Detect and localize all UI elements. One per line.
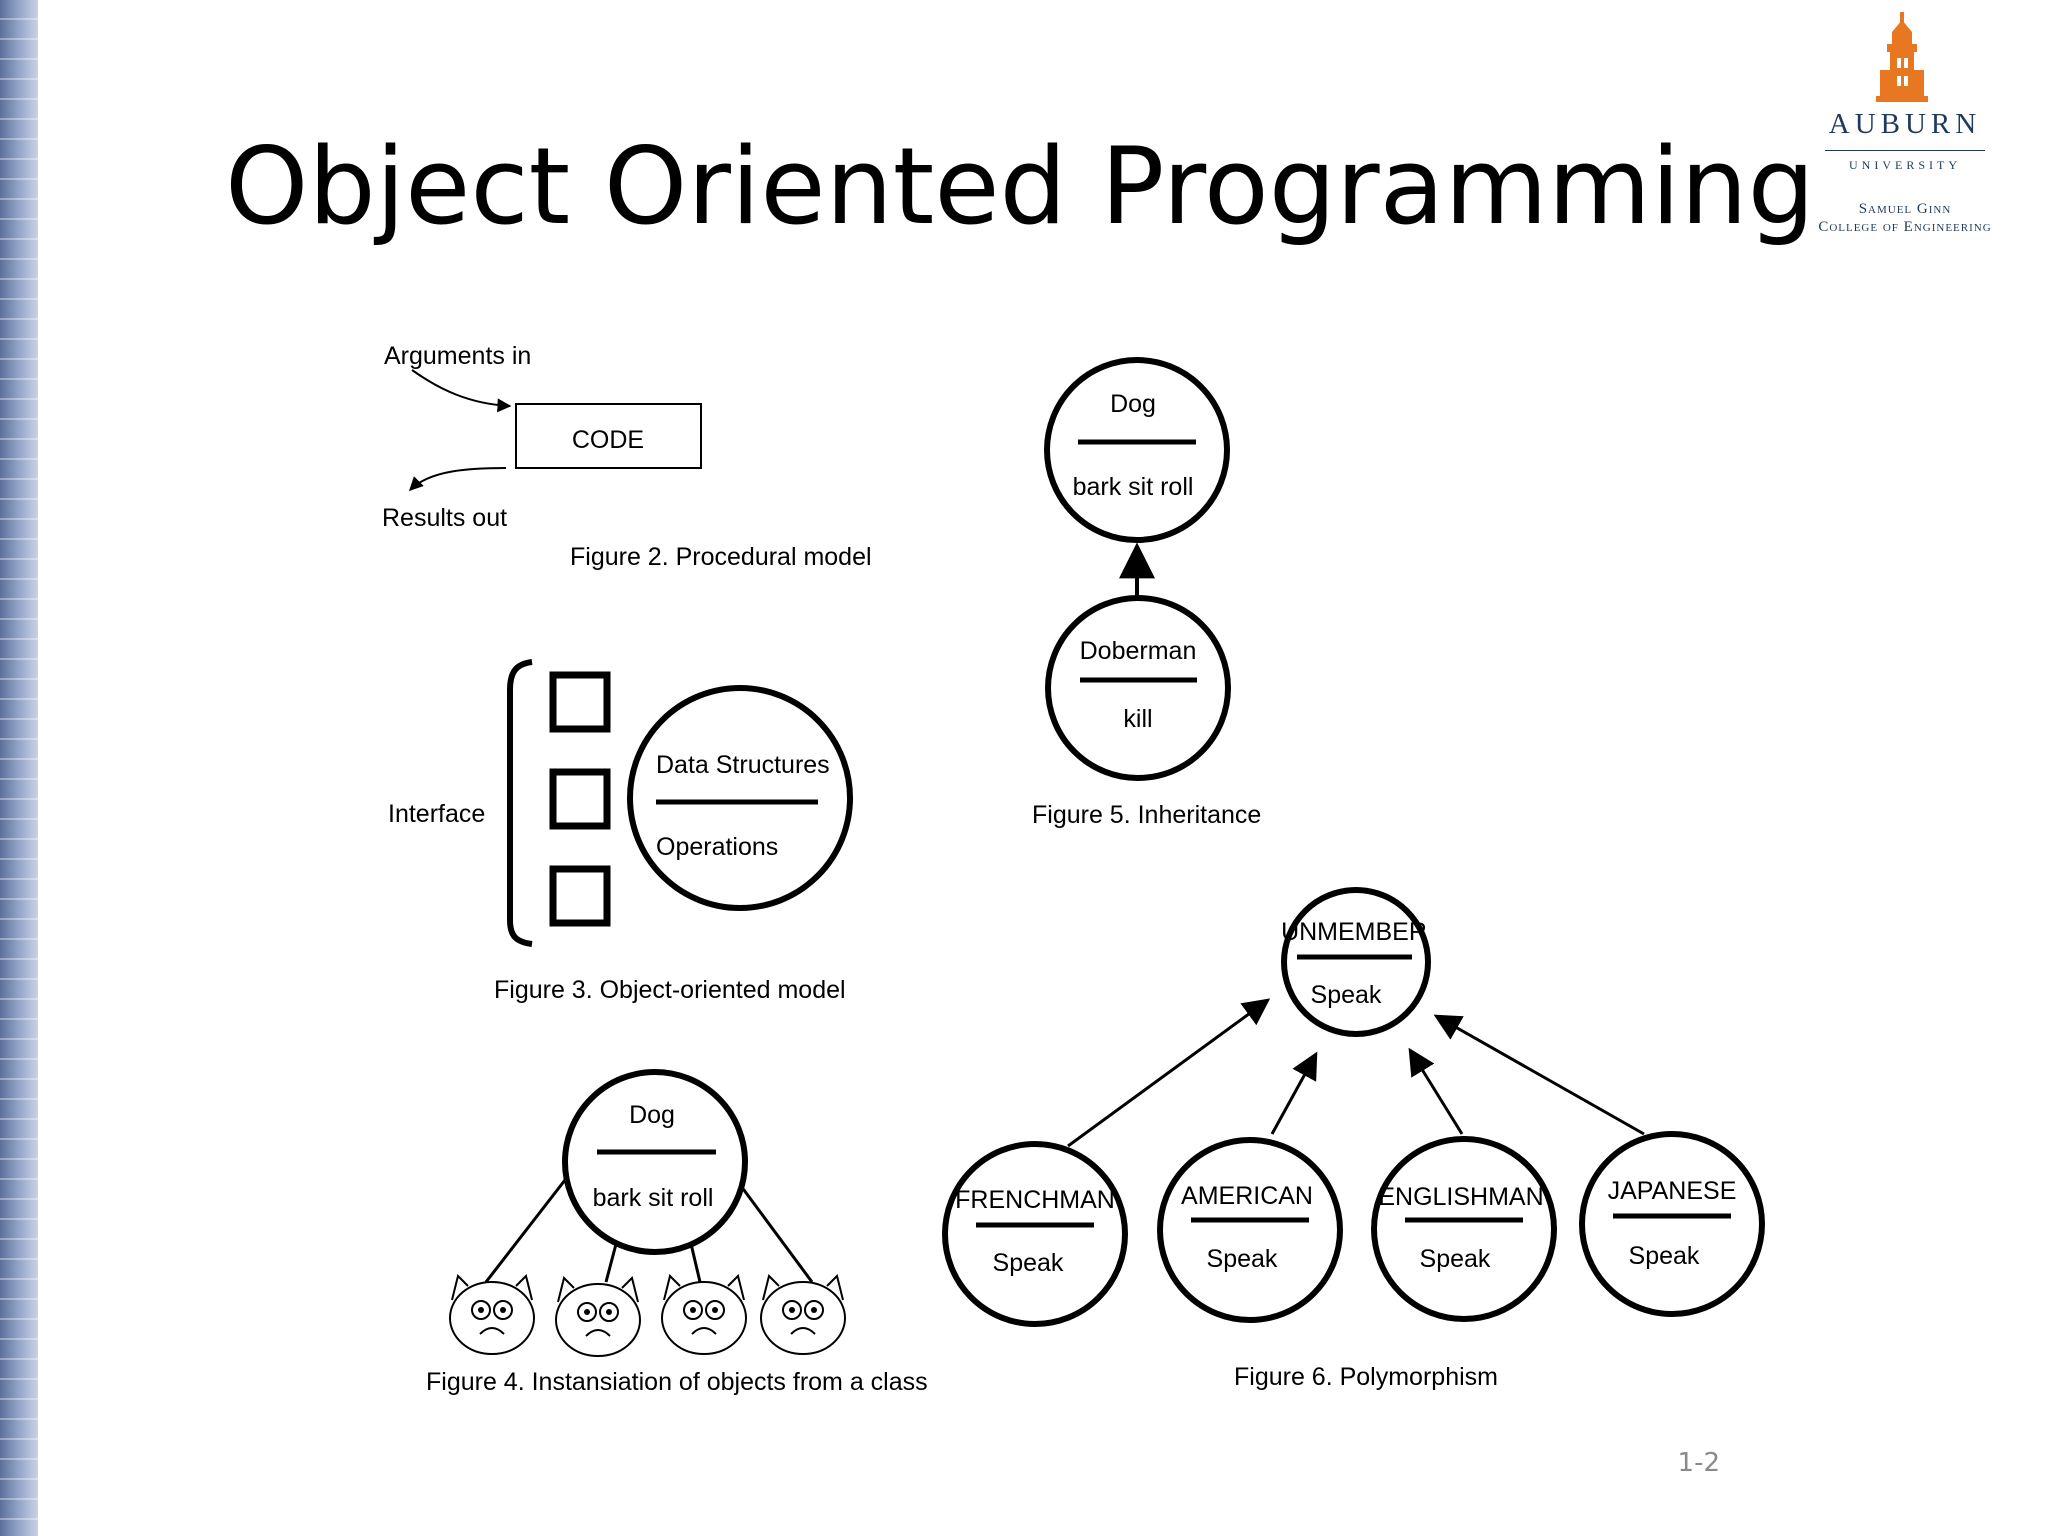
dog-parent-circle (1044, 357, 1230, 543)
englishman-methods: Speak (1420, 1245, 1491, 1273)
object-circle (627, 685, 853, 911)
figure-inheritance: Dog bark sit roll Doberman kill Figure 5… (1032, 357, 1261, 829)
figure-procedural: Arguments in CODE Results out Figure 2. … (382, 342, 872, 571)
interface-port-1 (549, 671, 611, 733)
samford-hall-tower-icon (1876, 12, 1928, 102)
american-methods: Speak (1207, 1245, 1278, 1273)
figure-3-caption: Figure 3. Object-oriented model (494, 976, 846, 1004)
figure-polymorphism: UNMEMBER Speak FRENCHMAN Speak AMERICAN … (942, 887, 1765, 1391)
dog-class-name: Dog (629, 1101, 675, 1129)
englishman-name: ENGLISHMAN (1378, 1183, 1543, 1211)
interface-label: Interface (388, 800, 485, 828)
interface-port-2 (549, 768, 611, 830)
output-arrow (409, 467, 507, 491)
unmember-name: UNMEMBER (1281, 918, 1427, 946)
polymorphism-arrow-4 (1433, 1014, 1645, 1136)
dog-class-circle (562, 1069, 748, 1255)
doberman-methods: kill (1123, 705, 1152, 733)
unmember-circle (1281, 887, 1431, 1037)
auburn-logo: AUBURN UNIVERSITY Samuel Ginn College of… (1770, 10, 2040, 240)
figure-6-caption: Figure 6. Polymorphism (1234, 1363, 1498, 1391)
dog-face-icon (449, 1275, 535, 1355)
figure-4-caption: Figure 4. Instansiation of objects from … (426, 1368, 928, 1396)
figure-2-caption: Figure 2. Procedural model (570, 543, 872, 571)
dog-face-icon (760, 1275, 846, 1355)
logo-college: Samuel Ginn College of Engineering (1770, 200, 2040, 236)
side-decoration-strip (0, 0, 38, 1536)
doberman-name: Doberman (1080, 637, 1197, 665)
code-box (515, 403, 702, 469)
dog-face-icon (555, 1277, 641, 1357)
frenchman-methods: Speak (993, 1249, 1064, 1277)
interface-brace (507, 659, 533, 947)
operations-label: Operations (656, 833, 778, 861)
instance-link-1 (484, 1179, 567, 1283)
unmember-methods: Speak (1311, 981, 1382, 1009)
logo-college-line2: College of Engineering (1818, 219, 1992, 235)
american-circle (1157, 1137, 1343, 1323)
dog-face-icon (661, 1275, 747, 1355)
code-label: CODE (572, 426, 644, 454)
american-name: AMERICAN (1181, 1182, 1313, 1210)
dog-class-methods: bark sit roll (593, 1184, 714, 1212)
frenchman-circle (942, 1141, 1128, 1327)
japanese-circle (1579, 1131, 1765, 1317)
polymorphism-arrow-3 (1408, 1047, 1464, 1135)
logo-name: AUBURN (1828, 108, 1982, 140)
polymorphism-arrow-2 (1270, 1051, 1318, 1135)
interface-port-3 (549, 865, 611, 927)
frenchman-name: FRENCHMAN (955, 1186, 1115, 1214)
doberman-circle (1045, 595, 1231, 781)
figure-5-caption: Figure 5. Inheritance (1032, 801, 1261, 829)
figure-object-oriented: Interface Data Structures Operations Fig… (388, 659, 853, 1004)
englishman-circle (1371, 1136, 1557, 1322)
results-out-label: Results out (382, 504, 507, 532)
logo-divider (1825, 150, 1985, 151)
dog-parent-name: Dog (1110, 390, 1156, 418)
figure-instantiation: Dog bark sit roll Figure 4. Instansiatio… (426, 1069, 928, 1396)
logo-subtitle: UNIVERSITY (1849, 158, 1961, 172)
slide-page-number: 1-2 (1677, 1448, 1720, 1478)
logo-college-line1: Samuel Ginn (1858, 201, 1952, 217)
instance-link-4 (736, 1181, 814, 1283)
japanese-methods: Speak (1629, 1242, 1700, 1270)
dog-parent-methods: bark sit roll (1073, 473, 1194, 501)
input-arrow (411, 369, 512, 413)
japanese-name: JAPANESE (1608, 1177, 1737, 1205)
arguments-in-label: Arguments in (384, 342, 531, 370)
polymorphism-arrow-1 (1067, 998, 1271, 1148)
slide-title: Object Oriented Programming (225, 125, 1815, 248)
data-structures-label: Data Structures (656, 751, 830, 779)
